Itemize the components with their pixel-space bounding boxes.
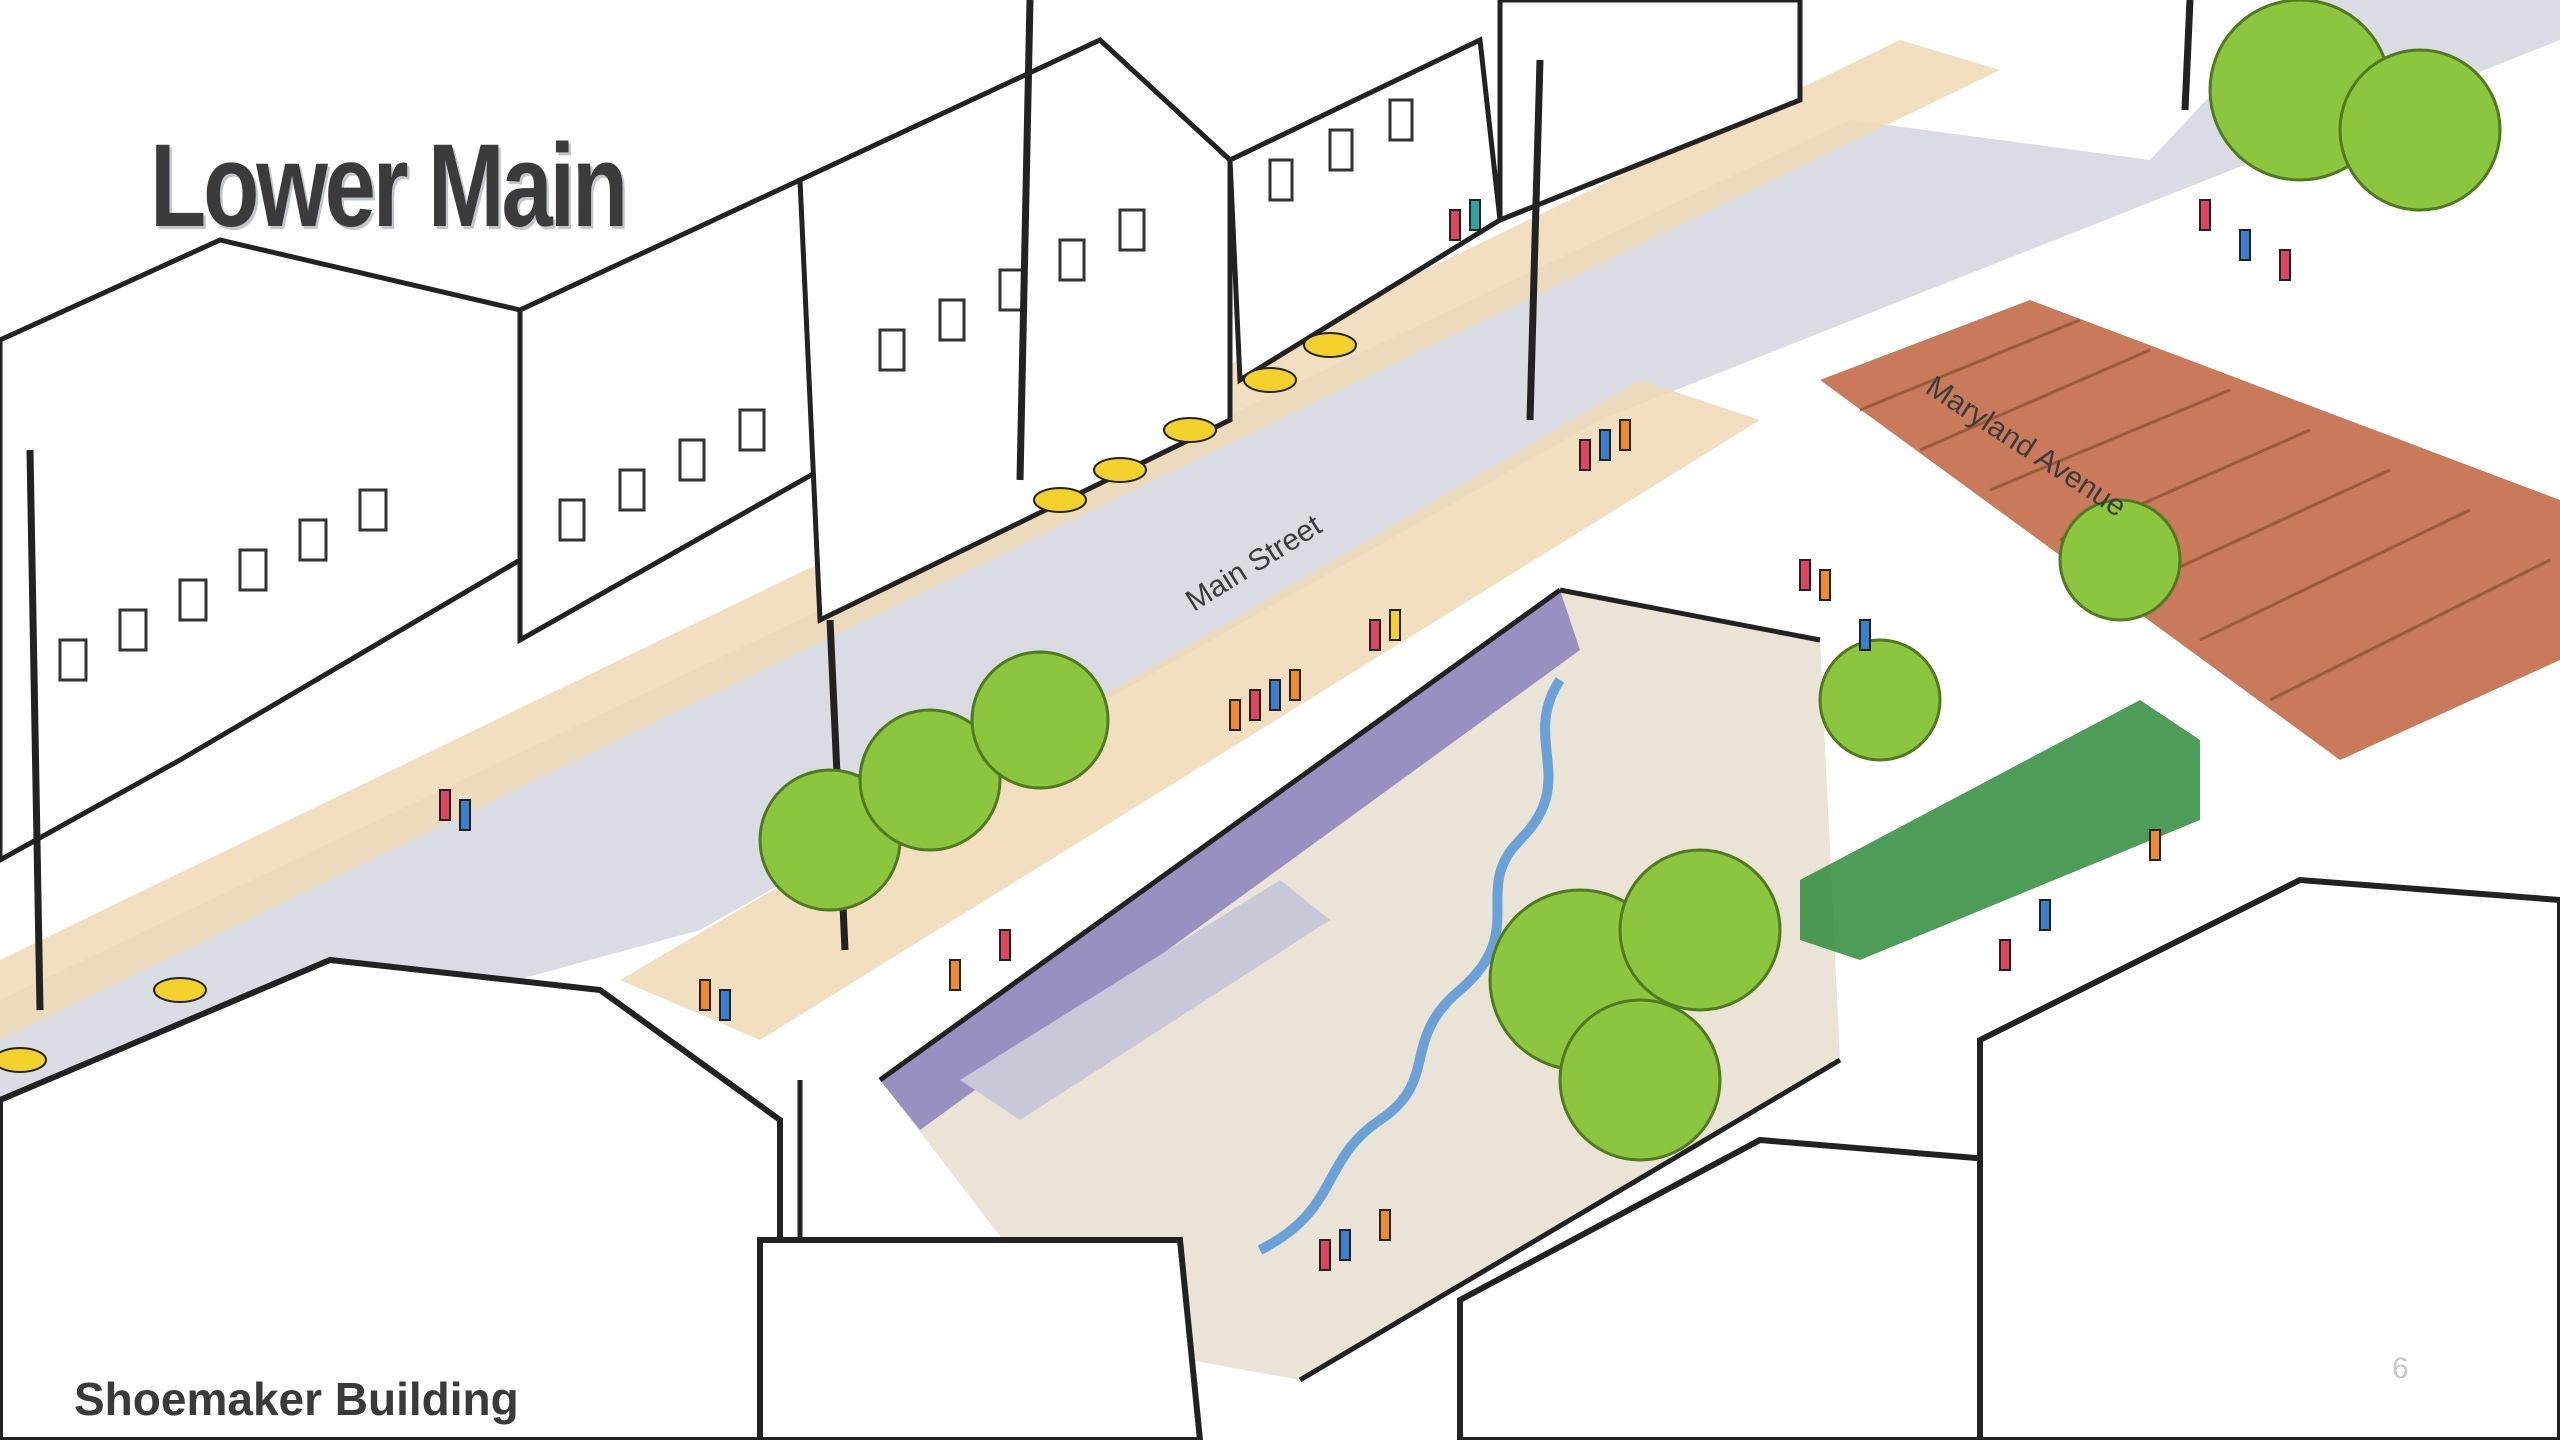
plaza-base: [880, 590, 1840, 1380]
north-building-windows: [58, 98, 1414, 682]
north-buildings: [0, 0, 1803, 863]
maryland-avenue-paving: [1820, 300, 2560, 760]
south-sidewalk: [620, 380, 1760, 1040]
building-caption: Shoemaker Building: [74, 1373, 519, 1425]
cafe-umbrellas: [0, 332, 1357, 1073]
trees: [758, 0, 2502, 1162]
south-buildings: [0, 876, 2560, 1440]
north-sidewalk: [0, 40, 2000, 1040]
pedestrians: [439, 199, 2291, 1271]
raised-planter: [1800, 700, 2200, 960]
page-number: 6: [2392, 1352, 2409, 1385]
plaza-steps: [960, 880, 1330, 1120]
plaza-railings: [797, 587, 1842, 1383]
slide-title: Lower Main: [150, 120, 628, 252]
main-street-road: [0, 0, 2560, 1110]
plaza-shadow-wall: [880, 590, 1580, 1130]
creek: [1257, 677, 1565, 1255]
